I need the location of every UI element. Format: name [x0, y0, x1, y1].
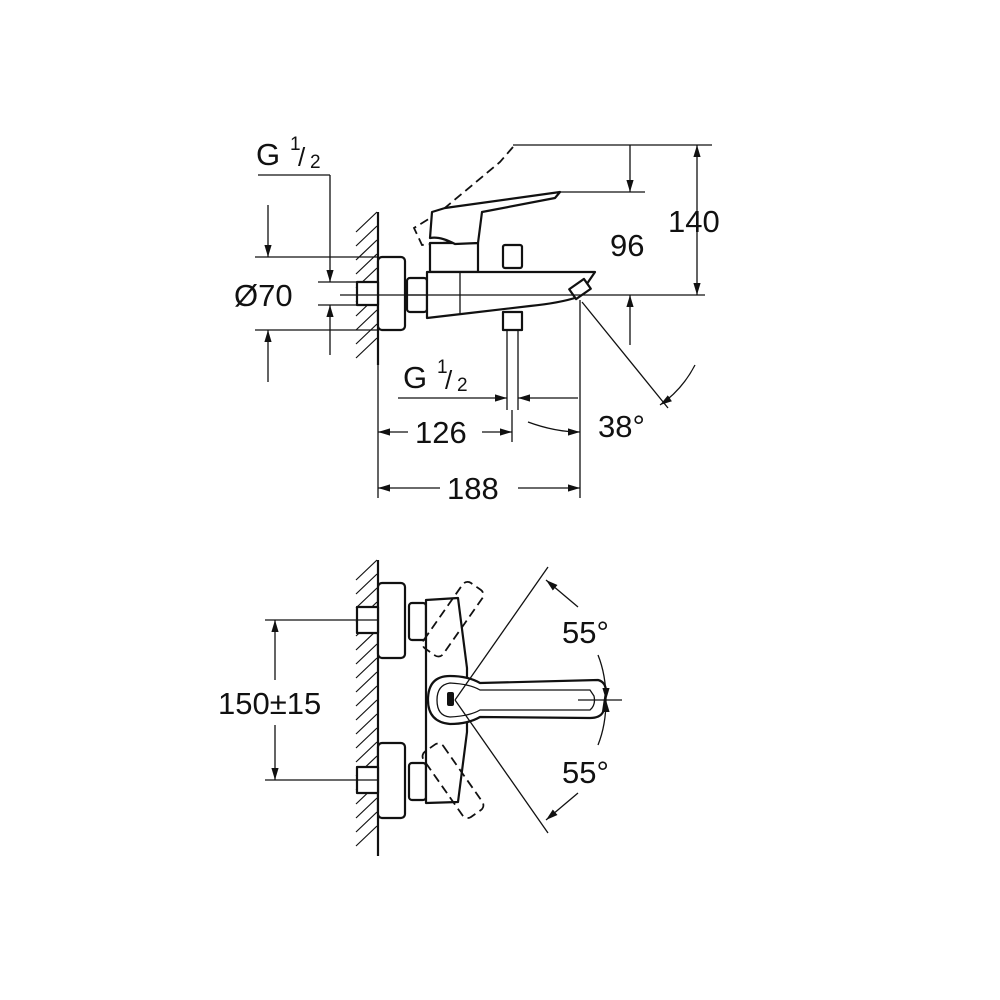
inlet-thread-label: G 1 / 2: [256, 134, 321, 173]
hatch-line: [355, 559, 378, 581]
cartridge-housing: [428, 241, 480, 274]
connector-nut: [355, 280, 380, 307]
hatch-line: [355, 671, 378, 693]
hatch-line: [355, 337, 378, 359]
escutcheon-lower: [376, 741, 407, 820]
svg-text:/: /: [298, 142, 306, 172]
diverter-knob: [501, 243, 524, 270]
outlet-thread-label: G 1 / 2: [403, 357, 468, 396]
lever-raised-dashed: [412, 146, 514, 246]
diameter-label: Ø70: [234, 278, 293, 313]
hatch-line: [355, 587, 378, 609]
escutcheon-upper: [376, 581, 407, 660]
hatch-line: [355, 797, 378, 819]
hatch-line: [355, 211, 378, 233]
hex-nut-upper: [407, 601, 428, 642]
hatch-line: [355, 811, 378, 833]
spout-angle-label: 38°: [598, 409, 645, 444]
lever-front: [426, 674, 608, 726]
hatch-line: [355, 825, 378, 847]
wall-hatch: [355, 559, 378, 847]
lever-angle-up-label: 55°: [562, 615, 609, 650]
svg-text:2: 2: [457, 375, 468, 396]
front-view: 150±15 55° 55°: [218, 559, 622, 856]
inlet-spacing-label: 150±15: [218, 686, 321, 721]
hatch-line: [355, 727, 378, 749]
lever-angle-down-label: 55°: [562, 755, 609, 790]
hatch-line: [355, 657, 378, 679]
height-total-label: 140: [668, 204, 720, 239]
side-view: G 1 / 2 Ø70 140 96 G 1 / 2: [234, 134, 720, 506]
aerator: [568, 277, 592, 301]
depth-total-label: 188: [447, 471, 499, 506]
hatch-line: [355, 573, 378, 595]
wall-escutcheon: [376, 255, 407, 332]
height-lever-label: 96: [610, 228, 644, 263]
hatch-line: [355, 643, 378, 665]
lever-handle: [428, 190, 562, 246]
indicator-mark: [447, 692, 454, 706]
lever-dashed-down: [421, 742, 485, 819]
lever-dashed-up: [421, 581, 485, 658]
hatch-line: [355, 699, 378, 721]
svg-text:G: G: [403, 360, 427, 395]
hatch-line: [355, 309, 378, 331]
svg-text:1: 1: [290, 134, 301, 155]
svg-text:/: /: [445, 365, 453, 395]
outlet-pipe: [501, 310, 524, 332]
svg-text:1: 1: [437, 357, 448, 378]
svg-text:G: G: [256, 137, 280, 172]
hatch-line: [355, 225, 378, 247]
hex-nut-lower: [407, 761, 428, 802]
hatch-line: [355, 713, 378, 735]
depth-outlet-label: 126: [415, 415, 467, 450]
hatch-line: [355, 685, 378, 707]
svg-text:2: 2: [310, 152, 321, 173]
hatch-line: [355, 741, 378, 763]
hatch-line: [355, 323, 378, 345]
